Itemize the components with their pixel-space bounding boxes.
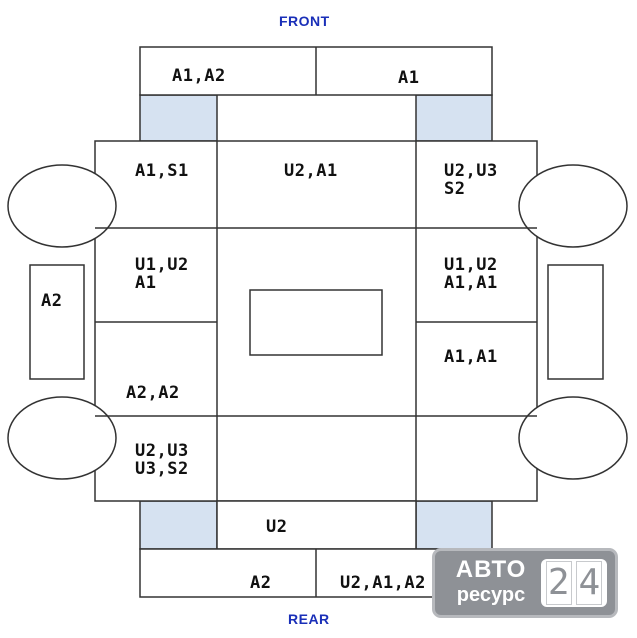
front-right-wheel — [518, 164, 628, 248]
right-side-mirror-box — [547, 264, 604, 380]
rear-left-shaded-panel — [139, 500, 218, 550]
zone-cab-top-left: A1,S1 — [135, 161, 189, 181]
zone-cab-top-right: U2,U3 S2 — [444, 161, 498, 199]
left-side-mirror-box — [29, 264, 85, 380]
zone-lower-right: A1,A1 — [444, 347, 498, 367]
zone-rear-left: A2 — [250, 573, 272, 593]
zone-cab-top-center: U2,A1 — [284, 161, 338, 181]
logo-bottom-text: ресурс — [456, 584, 526, 606]
zone-mid-right: U1,U2 A1,A1 — [444, 255, 498, 293]
zone-front-left: A1,A2 — [172, 66, 226, 86]
front-right-shaded-panel — [415, 94, 493, 142]
rear-right-wheel — [518, 396, 628, 480]
logo-digit-2: 4 — [576, 561, 603, 605]
zone-front-right: A1 — [398, 68, 420, 88]
rear-label: REAR — [288, 611, 330, 627]
rear-left-wheel — [7, 396, 117, 480]
logo-wordmark: АВТО ресурс — [445, 557, 537, 607]
zone-rear-right: U2,A1,A2 — [340, 573, 426, 593]
zone-rear-cab-left: U2,U3 U3,S2 — [135, 441, 189, 479]
zone-rear-center: U2 — [266, 517, 288, 537]
logo-digit-1: 2 — [545, 561, 572, 605]
logo-top-text: АВТО — [455, 556, 527, 583]
zone-left-side: A2 — [41, 291, 63, 311]
rear-center-box — [216, 500, 417, 550]
logo-number-plate: 2 4 — [541, 559, 607, 607]
front-left-shaded-panel — [139, 94, 218, 142]
rear-right-shaded-panel — [415, 500, 493, 550]
zone-mid-left: U1,U2 A1 — [135, 255, 189, 293]
zone-lower-left: A2,A2 — [126, 383, 180, 403]
center-window — [249, 289, 383, 356]
avtoresurs-logo: АВТО ресурс 2 4 — [432, 548, 618, 618]
front-label: FRONT — [279, 13, 330, 29]
front-left-wheel — [7, 164, 117, 248]
